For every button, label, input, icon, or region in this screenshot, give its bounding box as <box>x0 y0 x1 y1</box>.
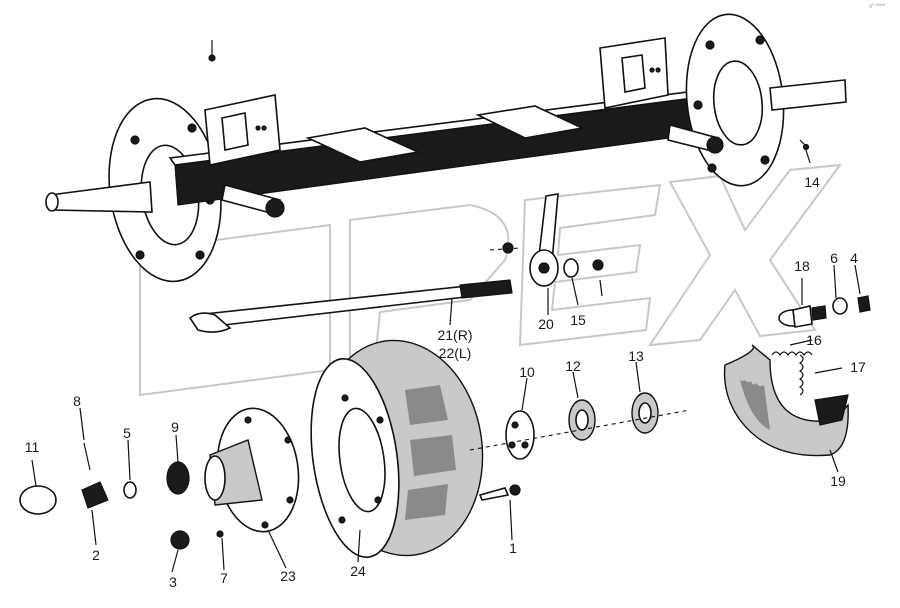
callout-17: 17 <box>850 359 866 375</box>
callout-9: 9 <box>171 419 179 435</box>
callout-16: 16 <box>806 332 822 348</box>
callout-6: 6 <box>830 250 838 266</box>
brake-camshaft <box>188 279 513 333</box>
callout-2: 2 <box>92 547 100 563</box>
leader-lines <box>31 149 861 573</box>
slack-adjuster <box>489 193 604 287</box>
callout-15: 15 <box>570 312 586 328</box>
callout-7: 7 <box>220 570 228 586</box>
wheel-hub <box>204 407 300 533</box>
bearings-seals <box>19 392 691 550</box>
callout-19: 19 <box>830 473 846 489</box>
callout-1: 1 <box>509 540 517 556</box>
callout-14: 14 <box>804 174 820 190</box>
callout-3: 3 <box>169 574 177 590</box>
callout-21r: 21(R) <box>437 327 472 343</box>
axle-assembly <box>45 13 847 283</box>
callout-24: 24 <box>350 563 366 579</box>
corner-mark: v° ºººº <box>869 3 886 10</box>
callout-18: 18 <box>794 258 810 274</box>
callout-11: 11 <box>25 439 40 455</box>
callout-13: 13 <box>628 348 644 364</box>
callout-20: 20 <box>538 316 554 332</box>
callout-10: 10 <box>519 364 535 380</box>
brake-shoe-group <box>723 295 871 457</box>
callout-22l: 22(L) <box>439 345 472 361</box>
callout-23: 23 <box>280 568 296 584</box>
callout-labels: 1 2 3 4 5 6 7 8 9 10 11 12 13 14 15 16 1… <box>25 3 886 590</box>
callout-8: 8 <box>73 393 81 409</box>
callout-12: 12 <box>565 358 581 374</box>
brake-drum <box>310 339 484 558</box>
callout-4: 4 <box>850 250 858 266</box>
callout-5: 5 <box>123 425 131 441</box>
